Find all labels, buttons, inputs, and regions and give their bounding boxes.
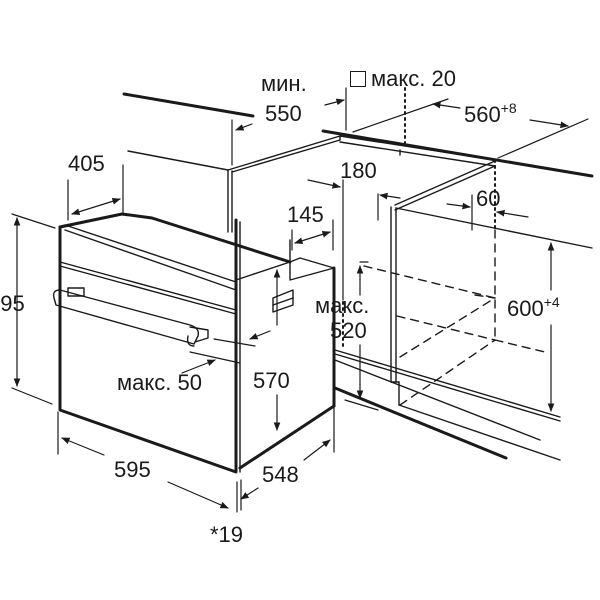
square-symbol-icon <box>350 71 366 87</box>
label-max-50: макс. 50 <box>117 370 202 395</box>
label-min-550: 550 <box>265 101 302 126</box>
cabinet-top-rail <box>339 135 496 167</box>
niche-dashed-outline <box>363 229 546 406</box>
label-548: 548 <box>262 462 299 487</box>
label-max-520-value: 520 <box>330 318 367 343</box>
label-max-20-text: макс. 20 <box>371 66 456 91</box>
cabinet-bottom-shelf <box>333 349 561 461</box>
side-vent <box>272 289 294 313</box>
label-405: 405 <box>68 151 105 176</box>
label-595-width: 595 <box>114 457 151 482</box>
label-niche-width: 560+8 <box>464 101 517 127</box>
oven-body <box>58 212 336 474</box>
label-niche-width-tol: +8 <box>500 100 517 116</box>
label-min: мин. <box>261 71 307 96</box>
label-max-20: макс. 20 <box>350 68 456 90</box>
dimension-lines <box>11 87 589 513</box>
label-570: 570 <box>253 368 290 393</box>
label-max-520-prefix: макс. <box>315 293 370 318</box>
label-19: *19 <box>210 522 244 547</box>
label-180: 180 <box>340 158 377 183</box>
label-60: 60 <box>476 186 501 211</box>
cabinet-left-panel <box>227 135 341 233</box>
label-595-height: 595 <box>0 291 25 316</box>
label-niche-width-value: 560 <box>464 102 501 127</box>
label-niche-height-value: 600 <box>507 296 544 321</box>
label-145: 145 <box>287 202 324 227</box>
oven-handle <box>52 287 209 347</box>
label-niche-height-tol: +4 <box>543 294 560 310</box>
dotted-guides <box>342 87 496 351</box>
label-niche-height: 600+4 <box>507 295 560 321</box>
